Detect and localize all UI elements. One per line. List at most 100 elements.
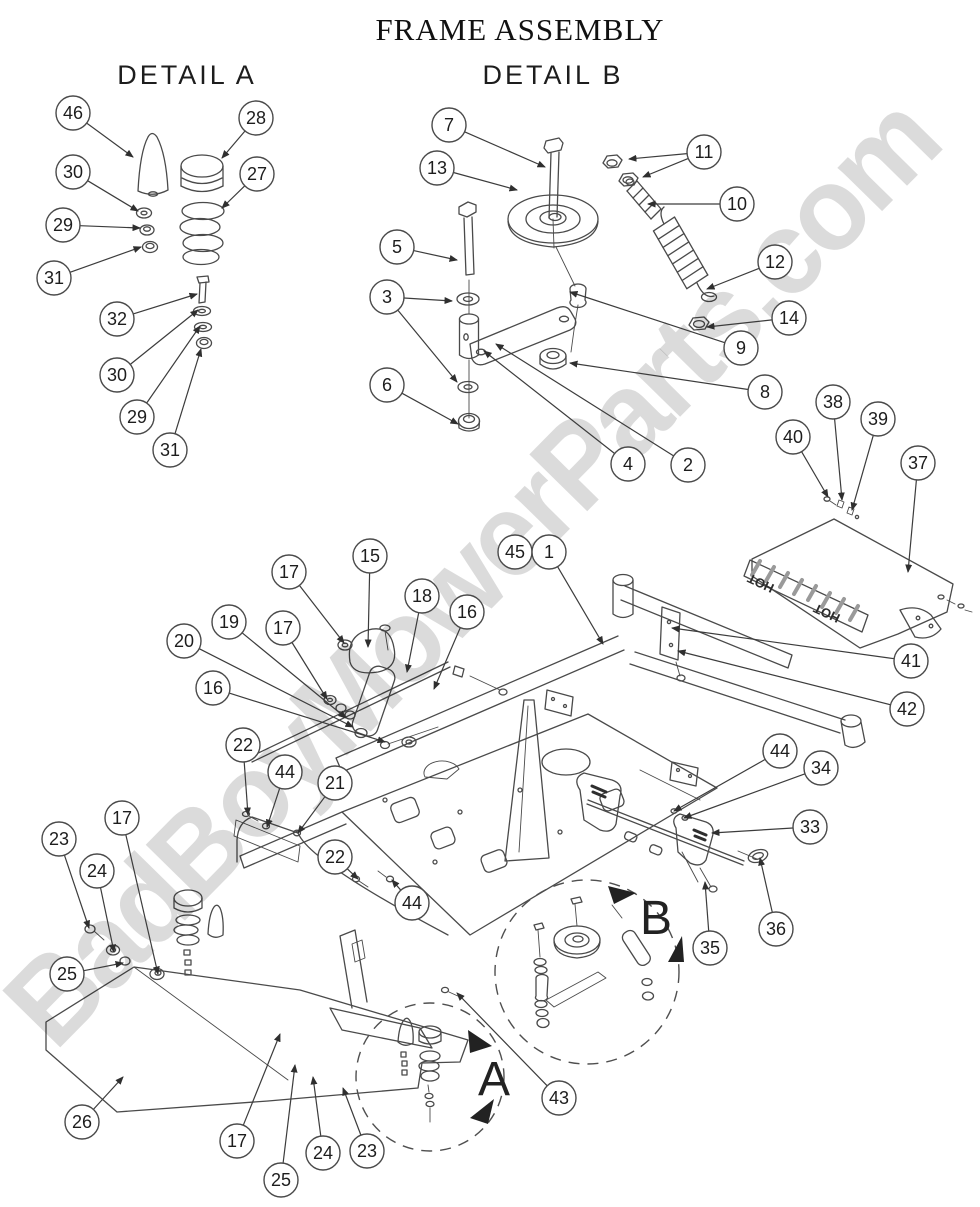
leader-line-17 bbox=[242, 1033, 281, 1126]
svg-text:16: 16 bbox=[203, 678, 223, 698]
svg-text:8: 8 bbox=[760, 382, 770, 402]
svg-text:17: 17 bbox=[273, 618, 293, 638]
balloon-22: 22 bbox=[225, 727, 261, 763]
detail-b-label: DETAIL B bbox=[482, 60, 624, 90]
page-title: FRAME ASSEMBLY bbox=[375, 12, 665, 47]
balloon-30: 30 bbox=[99, 357, 135, 393]
leader-line-28 bbox=[221, 130, 246, 159]
balloon-19: 19 bbox=[211, 604, 247, 640]
balloon-30: 30 bbox=[55, 154, 91, 190]
svg-text:24: 24 bbox=[87, 861, 107, 881]
balloon-36: 36 bbox=[758, 911, 794, 947]
leader-line-37 bbox=[905, 479, 917, 573]
svg-text:31: 31 bbox=[44, 268, 64, 288]
svg-text:29: 29 bbox=[53, 215, 73, 235]
leader-line-36 bbox=[758, 857, 773, 913]
balloon-22: 22 bbox=[317, 839, 353, 875]
leader-line-8 bbox=[569, 360, 749, 391]
leader-line-11 bbox=[628, 153, 688, 162]
leader-line-9 bbox=[569, 291, 725, 344]
leader-line-22 bbox=[346, 868, 359, 880]
svg-text:36: 36 bbox=[766, 919, 786, 939]
balloon-2: 2 bbox=[670, 447, 706, 483]
balloon-40: 40 bbox=[775, 419, 811, 455]
leader-line-24 bbox=[310, 1076, 322, 1137]
leader-line-13 bbox=[453, 171, 518, 192]
leader-line-41 bbox=[671, 625, 895, 660]
svg-text:44: 44 bbox=[770, 741, 790, 761]
leader-line-2 bbox=[495, 343, 674, 457]
svg-text:24: 24 bbox=[313, 1143, 333, 1163]
leader-line-7 bbox=[464, 131, 546, 168]
leader-line-20 bbox=[198, 648, 354, 728]
balloon-17: 17 bbox=[219, 1123, 255, 1159]
zone-a-letter: A bbox=[478, 1053, 510, 1106]
svg-text:12: 12 bbox=[765, 252, 785, 272]
svg-text:38: 38 bbox=[823, 392, 843, 412]
balloon-13: 13 bbox=[419, 150, 455, 186]
svg-text:2: 2 bbox=[683, 455, 693, 475]
leader-line-3 bbox=[403, 297, 453, 305]
svg-text:23: 23 bbox=[49, 829, 69, 849]
balloon-21: 21 bbox=[317, 765, 353, 801]
leader-line-22 bbox=[243, 761, 251, 816]
balloon-17: 17 bbox=[104, 800, 140, 836]
svg-text:20: 20 bbox=[174, 631, 194, 651]
leader-line-25 bbox=[282, 1064, 298, 1164]
balloon-39: 39 bbox=[860, 401, 896, 437]
leader-line-23 bbox=[342, 1087, 362, 1136]
svg-text:34: 34 bbox=[811, 758, 831, 778]
svg-text:1: 1 bbox=[544, 542, 554, 562]
leader-line-21 bbox=[297, 796, 326, 834]
leader-line-6 bbox=[401, 392, 459, 425]
leader-line-39 bbox=[850, 435, 874, 511]
balloon-11: 11 bbox=[686, 134, 722, 170]
leader-line-17 bbox=[291, 642, 328, 700]
detail-a-art bbox=[135, 132, 225, 350]
leader-line-26 bbox=[92, 1076, 124, 1110]
balloon-23: 23 bbox=[349, 1133, 385, 1169]
leader-line-27 bbox=[221, 185, 246, 209]
svg-text:7: 7 bbox=[444, 115, 454, 135]
svg-text:31: 31 bbox=[160, 440, 180, 460]
hot-label-2: HOT bbox=[811, 601, 842, 626]
svg-text:17: 17 bbox=[227, 1131, 247, 1151]
svg-text:45: 45 bbox=[505, 542, 525, 562]
svg-text:11: 11 bbox=[695, 142, 714, 162]
leader-line-17 bbox=[125, 834, 160, 975]
balloon-12: 12 bbox=[757, 244, 793, 280]
balloon-14: 14 bbox=[771, 300, 807, 336]
svg-text:41: 41 bbox=[901, 651, 921, 671]
balloon-17: 17 bbox=[271, 554, 307, 590]
svg-text:44: 44 bbox=[402, 893, 422, 913]
balloon-25: 25 bbox=[49, 956, 85, 992]
leader-line-16 bbox=[433, 627, 461, 690]
balloon-24: 24 bbox=[79, 853, 115, 889]
leader-line-24 bbox=[99, 887, 116, 953]
svg-text:44: 44 bbox=[275, 762, 295, 782]
balloon-31: 31 bbox=[152, 432, 188, 468]
balloon-29: 29 bbox=[45, 207, 81, 243]
leader-line-16 bbox=[229, 692, 386, 744]
svg-text:21: 21 bbox=[325, 773, 345, 793]
balloon-20: 20 bbox=[166, 623, 202, 659]
svg-text:25: 25 bbox=[271, 1170, 291, 1190]
leader-line-12 bbox=[706, 267, 760, 290]
svg-text:5: 5 bbox=[392, 237, 402, 257]
balloon-24: 24 bbox=[305, 1135, 341, 1171]
leader-line-34 bbox=[683, 773, 806, 819]
svg-text:9: 9 bbox=[736, 338, 746, 358]
leader-line-44 bbox=[391, 879, 402, 891]
svg-text:37: 37 bbox=[908, 453, 928, 473]
leader-line-11 bbox=[642, 157, 689, 178]
svg-text:22: 22 bbox=[325, 847, 345, 867]
leader-line-32 bbox=[133, 292, 198, 315]
leader-line-44 bbox=[266, 788, 281, 828]
balloon-6: 6 bbox=[369, 367, 405, 403]
svg-text:29: 29 bbox=[127, 407, 147, 427]
leader-line-3 bbox=[397, 309, 458, 383]
svg-text:4: 4 bbox=[623, 454, 633, 474]
leader-line-5 bbox=[413, 250, 458, 262]
balloon-8: 8 bbox=[747, 374, 783, 410]
